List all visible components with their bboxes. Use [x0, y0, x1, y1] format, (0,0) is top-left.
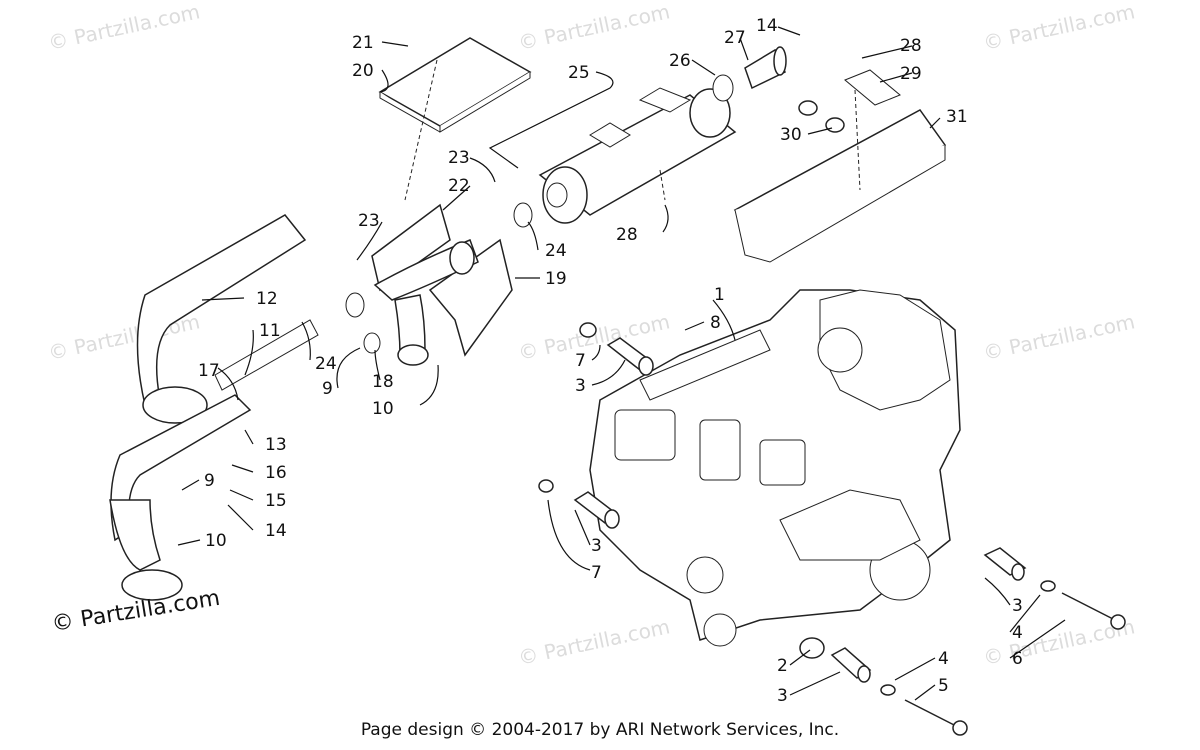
- callout-28: 28: [616, 225, 638, 245]
- callout-12: 12: [256, 289, 278, 309]
- callout-3: 3: [575, 376, 586, 396]
- callout-14: 14: [756, 16, 778, 36]
- callout-3: 3: [591, 536, 602, 556]
- callout-16: 16: [265, 463, 287, 483]
- callout-2: 2: [777, 656, 788, 676]
- callout-4: 4: [1012, 623, 1023, 643]
- page-footer: Page design © 2004-2017 by ARI Network S…: [360, 720, 840, 740]
- heat-shield-rear: [733, 89, 947, 263]
- callout-26: 26: [669, 51, 691, 71]
- callout-9: 9: [204, 471, 215, 491]
- exhaust-bracket: [371, 203, 513, 357]
- callout-24: 24: [315, 354, 337, 374]
- callout-13: 13: [265, 435, 287, 455]
- callout-9: 9: [322, 379, 333, 399]
- callout-7: 7: [591, 563, 602, 583]
- callout-10: 10: [372, 399, 394, 419]
- heat-shield-upper: [378, 37, 532, 201]
- watermark-text: © Partzilla.com: [981, 309, 1137, 365]
- mount-upper-left: [579, 322, 654, 376]
- callout-7: 7: [575, 351, 586, 371]
- callout-8: 8: [710, 313, 721, 333]
- muffler: [538, 87, 737, 224]
- callout-labels: 21 20 25 26 27 14 28 29 30 31 28 23 22 2…: [198, 16, 1023, 706]
- watermark-text: © Partzilla.com: [981, 0, 1137, 55]
- mount-lower-left: [538, 479, 620, 529]
- callout-15: 15: [265, 491, 287, 511]
- callout-29: 29: [900, 64, 922, 84]
- callout-23: 23: [358, 211, 380, 231]
- callout-19: 19: [545, 269, 567, 289]
- callout-1: 1: [714, 285, 725, 305]
- callout-17: 17: [198, 361, 220, 381]
- callout-5: 5: [938, 676, 949, 696]
- callout-14: 14: [265, 521, 287, 541]
- mount-right: [983, 547, 1126, 630]
- callout-3: 3: [1012, 596, 1023, 616]
- callout-22: 22: [448, 176, 470, 196]
- callout-23: 23: [448, 148, 470, 168]
- watermark-text: © Partzilla.com: [516, 614, 672, 670]
- callout-25: 25: [568, 63, 590, 83]
- header-pipe: [345, 202, 533, 366]
- watermark-text: © Partzilla.com: [46, 0, 202, 55]
- callout-11: 11: [259, 321, 281, 341]
- watermark-text: © Partzilla.com: [516, 309, 672, 365]
- engine-mounts: [538, 322, 1126, 736]
- spark-arrestor: [712, 46, 787, 102]
- callout-20: 20: [352, 61, 374, 81]
- mount-bracket: [798, 69, 901, 133]
- watermark-text: © Partzilla.com: [516, 0, 672, 55]
- callout-18: 18: [372, 372, 394, 392]
- callout-6: 6: [1012, 649, 1023, 669]
- lower-exhaust-pipe: [109, 394, 252, 601]
- callout-3: 3: [777, 686, 788, 706]
- engine-assembly: [589, 289, 961, 647]
- callout-31: 31: [946, 107, 968, 127]
- callout-4: 4: [938, 649, 949, 669]
- callout-30: 30: [780, 125, 802, 145]
- front-exhaust-pipe: [136, 214, 319, 424]
- callout-28: 28: [900, 36, 922, 56]
- callout-21: 21: [352, 33, 374, 53]
- callout-24: 24: [545, 241, 567, 261]
- callout-10: 10: [205, 531, 227, 551]
- callout-27: 27: [724, 28, 746, 48]
- leader-lines: [177, 26, 1066, 701]
